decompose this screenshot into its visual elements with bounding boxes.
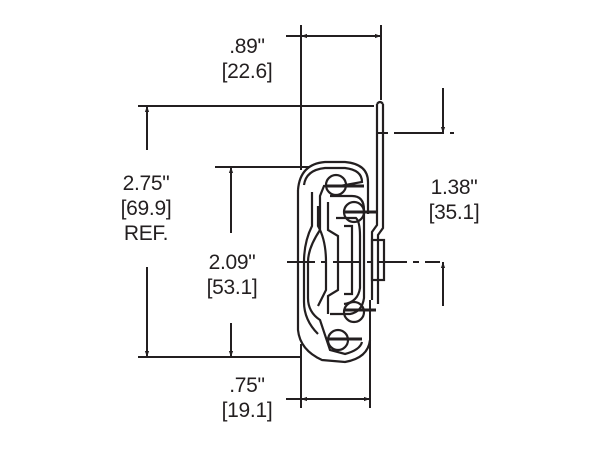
width-top-inch: .89" (229, 35, 265, 58)
width-bottom-mm: [19.1] (221, 399, 273, 422)
label-width-bottom: .75" [19.1] (208, 373, 286, 423)
height-inner-inch: 2.09" (208, 251, 256, 274)
height-inner-mm: [53.1] (206, 276, 258, 299)
height-overall-inch: 2.75" (122, 172, 170, 195)
label-width-top: .89" [22.6] (210, 34, 284, 84)
height-overall-note: REF. (123, 222, 169, 245)
offset-right-mm: [35.1] (428, 201, 480, 224)
slide-profile (296, 100, 386, 364)
label-height-overall: 2.75" [69.9] REF. (106, 171, 186, 246)
width-top-mm: [22.6] (221, 60, 273, 83)
label-offset-right: 1.38" [35.1] (414, 175, 494, 225)
width-bottom-inch: .75" (229, 374, 265, 397)
height-overall-mm: [69.9] (120, 197, 172, 220)
offset-right-inch: 1.38" (430, 176, 478, 199)
label-height-inner: 2.09" [53.1] (192, 250, 272, 300)
